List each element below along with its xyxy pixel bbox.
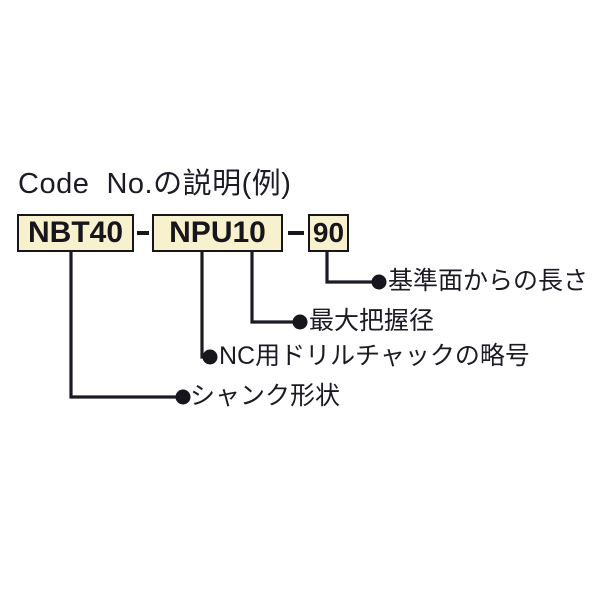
leader-dot-abbrev xyxy=(202,349,218,365)
leader-line-length xyxy=(325,250,374,284)
callout-label-grip: 最大把握径 xyxy=(309,307,435,335)
code-box-shank: NBT40 xyxy=(17,214,134,252)
callout-label-length: 基準面からの長さ xyxy=(388,267,589,295)
leader-line-abbrev xyxy=(200,250,205,359)
code-box-chuck: NPU10 xyxy=(152,214,283,252)
page-title: Code No.の説明(例) xyxy=(18,168,292,200)
separator-hyphen-1 xyxy=(137,231,149,235)
callout-label-shank: シャンク形状 xyxy=(190,382,341,410)
leader-line-shank xyxy=(69,250,178,399)
leader-dot-shank xyxy=(175,389,191,405)
code-box-length: 90 xyxy=(308,214,349,252)
leader-line-grip xyxy=(250,250,295,324)
leader-dot-grip xyxy=(292,314,308,330)
separator-hyphen-2 xyxy=(288,231,304,235)
leader-dot-length xyxy=(371,274,387,290)
callout-label-abbrev: NC用ドリルチャックの略号 xyxy=(219,342,530,370)
